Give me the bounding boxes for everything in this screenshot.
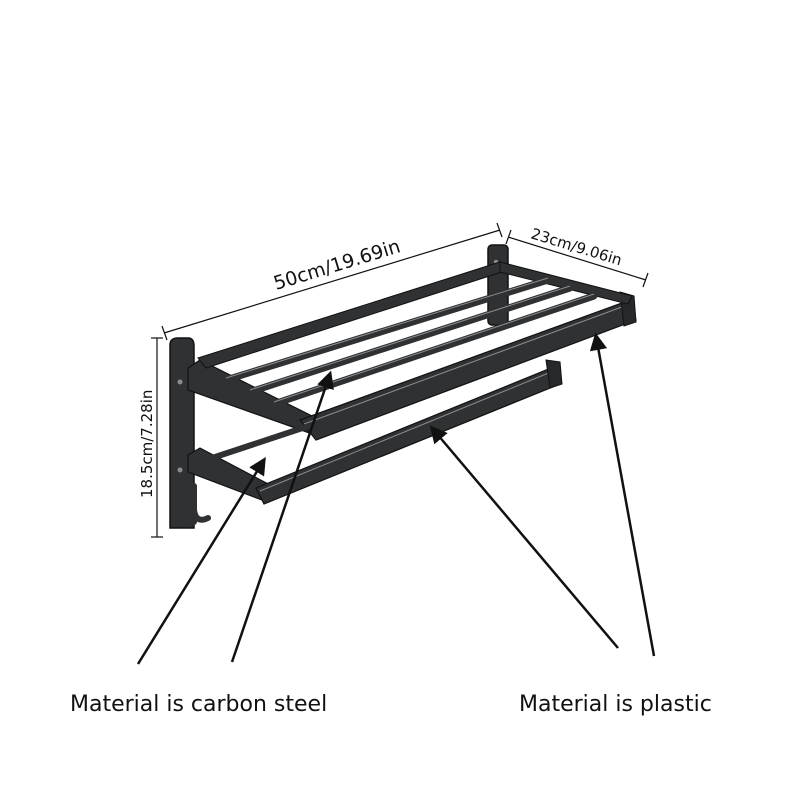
carbon-steel-arrows: [136, 370, 334, 665]
height-dimension: 18.5cm/7.28in: [138, 337, 163, 538]
towel-rack-illustration: [169, 244, 637, 529]
arrow-to-end-cap: [589, 332, 656, 657]
arrow-to-lower-rail: [429, 425, 619, 649]
height-dimension-label: 18.5cm/7.28in: [138, 390, 156, 498]
arrow-to-lower-bar: [136, 457, 266, 665]
depth-dimension-label: 23cm/9.06in: [529, 225, 624, 270]
carbon-steel-label: Material is carbon steel: [70, 692, 328, 717]
plastic-arrows: [429, 332, 656, 657]
double-hook-icon: [179, 483, 211, 526]
arrow-to-upper-bar: [230, 370, 334, 663]
width-dimension-label: 50cm/19.69in: [271, 235, 403, 294]
upper-shelf-frame: [187, 261, 637, 441]
plastic-label: Material is plastic: [519, 692, 712, 717]
lower-towel-bar: [187, 353, 563, 505]
